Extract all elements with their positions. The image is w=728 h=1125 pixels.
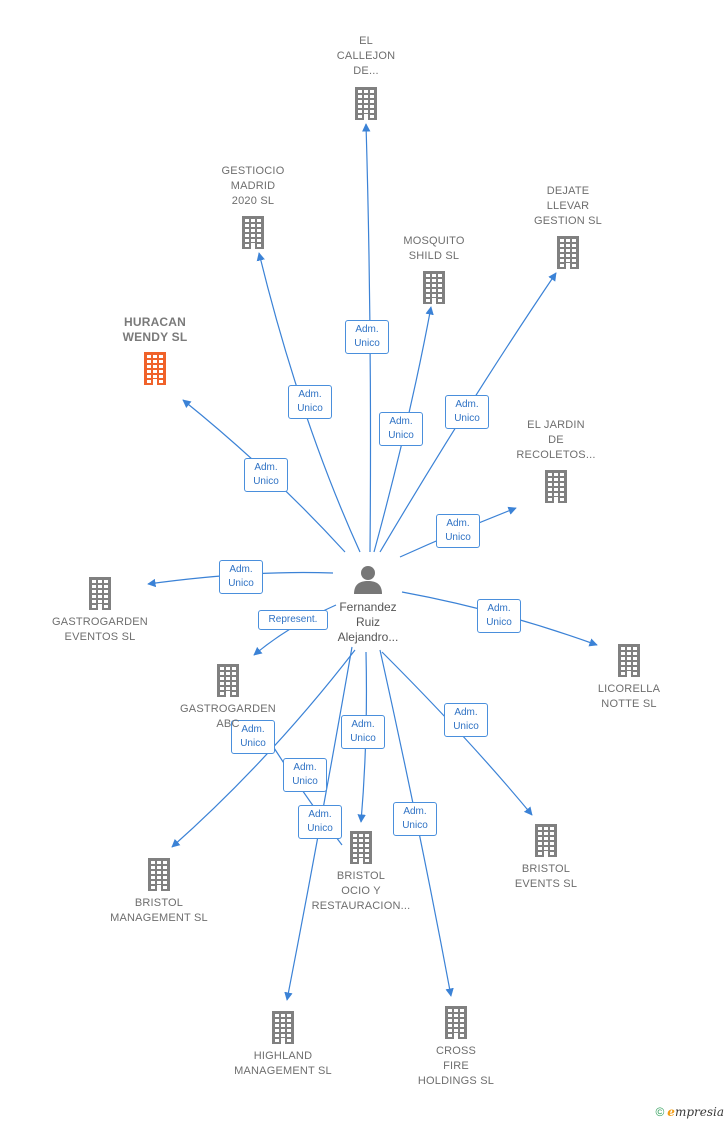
role-badge-gastrogarden-eventos[interactable]: Adm. Unico (219, 560, 263, 594)
role-badge-bristol-events[interactable]: Adm. Unico (444, 703, 488, 737)
building-icon[interactable] (442, 1005, 470, 1039)
role-badge-licorella[interactable]: Adm. Unico (477, 599, 521, 633)
building-icon[interactable] (420, 270, 448, 304)
role-badge-cross-fire[interactable]: Adm. Unico (393, 802, 437, 836)
role-badge-dejate-llevar[interactable]: Adm. Unico (445, 395, 489, 429)
role-badge-gastrogarden-abc[interactable]: Adm. Unico (283, 758, 327, 792)
company-label-gastrogarden-abc[interactable]: GASTROGARDEN ABC (180, 703, 276, 730)
footer-credit: © empresia (655, 1105, 724, 1119)
company-label-el-jardin[interactable]: EL JARDIN DE RECOLETOS... (516, 419, 596, 461)
company-label-highland[interactable]: HIGHLAND MANAGEMENT SL (234, 1050, 332, 1077)
relation-edge-bristol-management (171, 649, 356, 848)
copyright-symbol: © (655, 1105, 665, 1119)
role-badge-bristol-management[interactable]: Adm. Unico (231, 720, 275, 754)
role-badge-mosquito-shild[interactable]: Adm. Unico (379, 412, 423, 446)
company-label-huracan-wendy[interactable]: HURACAN WENDY SL (122, 315, 188, 344)
building-icon[interactable] (347, 830, 375, 864)
role-badge-huracan-wendy[interactable]: Adm. Unico (244, 458, 288, 492)
building-icon[interactable] (615, 643, 643, 677)
building-icon[interactable] (141, 351, 169, 385)
building-icon[interactable] (352, 86, 380, 120)
brand-logo[interactable]: empresia (667, 1105, 724, 1119)
company-label-bristol-events[interactable]: BRISTOL EVENTS SL (514, 863, 578, 890)
person-icon[interactable] (353, 564, 383, 594)
company-label-el-callejon[interactable]: EL CALLEJON DE... (336, 35, 396, 77)
building-icon[interactable] (542, 469, 570, 503)
building-icon[interactable] (145, 857, 173, 891)
company-label-dejate-llevar[interactable]: DEJATE LLEVAR GESTION SL (533, 185, 603, 227)
role-badge-gestiocio[interactable]: Adm. Unico (288, 385, 332, 419)
building-icon[interactable] (554, 235, 582, 269)
company-label-gestiocio[interactable]: GESTIOCIO MADRID 2020 SL (221, 165, 285, 207)
building-icon[interactable] (532, 823, 560, 857)
company-label-cross-fire[interactable]: CROSS FIRE HOLDINGS SL (417, 1045, 495, 1087)
company-label-licorella[interactable]: LICORELLA NOTTE SL (597, 683, 661, 710)
building-icon[interactable] (269, 1010, 297, 1044)
company-label-bristol-management[interactable]: BRISTOL MANAGEMENT SL (110, 897, 208, 924)
role-badge-el-callejon[interactable]: Adm. Unico (345, 320, 389, 354)
person-name[interactable]: Fernandez Ruiz Alejandro... (337, 600, 399, 644)
role-badge-el-jardin[interactable]: Adm. Unico (436, 514, 480, 548)
company-label-mosquito-shild[interactable]: MOSQUITO SHILD SL (403, 235, 465, 262)
building-icon[interactable] (239, 215, 267, 249)
company-label-bristol-ocio[interactable]: BRISTOL OCIO Y RESTAURACION... (311, 870, 411, 912)
role-badge-gastrogarden-abc[interactable]: Represent. (258, 610, 328, 630)
building-icon[interactable] (86, 576, 114, 610)
building-icon[interactable] (214, 663, 242, 697)
role-badge-highland[interactable]: Adm. Unico (298, 805, 342, 839)
company-label-gastrogarden-eventos[interactable]: GASTROGARDEN EVENTOS SL (52, 616, 148, 643)
role-badge-bristol-ocio[interactable]: Adm. Unico (341, 715, 385, 749)
